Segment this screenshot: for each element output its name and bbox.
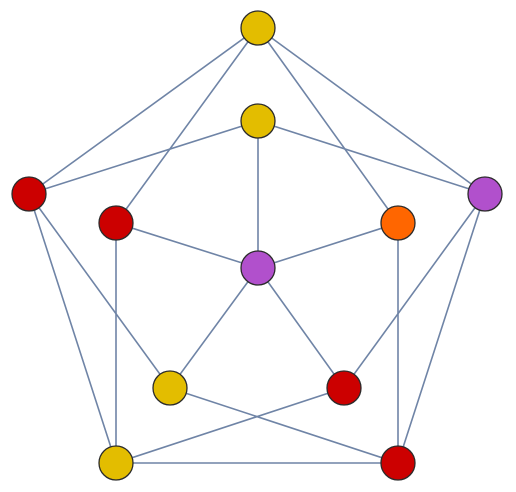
edge-outer-right-outer-bottom-right xyxy=(397,193,486,464)
vertex-inner-top xyxy=(240,103,276,139)
edge-outer-left-inner-bottom-left xyxy=(28,193,171,389)
edge-outer-top-inner-left xyxy=(115,27,259,224)
vertex-outer-bottom-left xyxy=(98,445,134,481)
vertex-outer-left xyxy=(11,176,47,212)
edge-center-inner-bottom-right xyxy=(257,267,345,389)
edge-outer-top-inner-right xyxy=(257,27,399,224)
edges-layer xyxy=(28,27,486,464)
vertex-outer-bottom-right xyxy=(380,445,416,481)
edge-inner-top-outer-right xyxy=(257,120,486,195)
edge-inner-right-center xyxy=(257,222,399,269)
edge-inner-bottom-right-outer-bottom-left xyxy=(115,387,345,464)
vertex-inner-bottom-right xyxy=(326,370,362,406)
vertex-outer-right xyxy=(467,176,503,212)
edge-outer-left-outer-bottom-left xyxy=(28,193,117,464)
vertex-outer-top xyxy=(240,10,276,46)
edge-inner-left-center xyxy=(115,222,259,269)
edge-inner-bottom-left-outer-bottom-right xyxy=(169,387,399,464)
edge-center-inner-bottom-left xyxy=(169,267,259,389)
vertices-layer xyxy=(11,10,503,481)
vertex-inner-bottom-left xyxy=(152,370,188,406)
edge-outer-right-inner-bottom-right xyxy=(343,193,486,389)
vertex-inner-right xyxy=(380,205,416,241)
vertex-center xyxy=(240,250,276,286)
edge-outer-top-outer-right xyxy=(257,27,486,195)
edge-outer-top-outer-left xyxy=(28,27,259,195)
edge-inner-top-outer-left xyxy=(28,120,259,195)
vertex-inner-left xyxy=(98,205,134,241)
